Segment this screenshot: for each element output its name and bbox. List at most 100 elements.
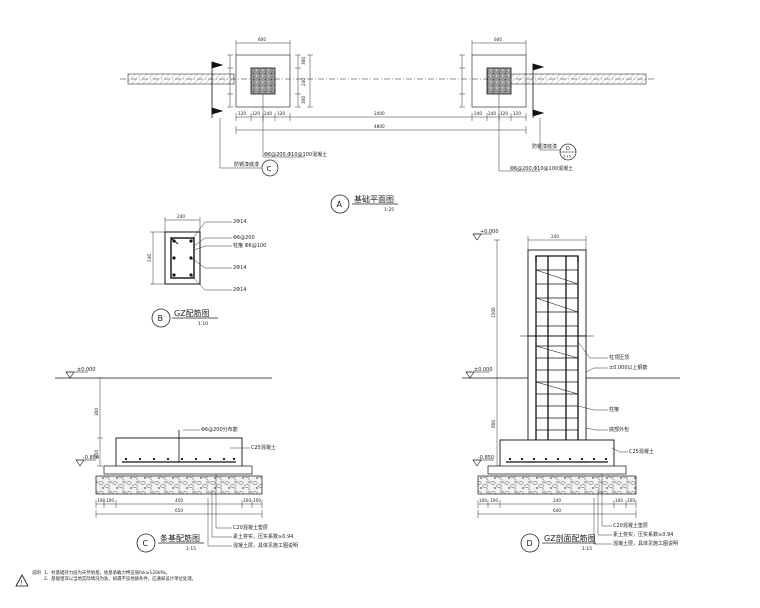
section-vertical-bars — [535, 256, 579, 462]
plan-bottom-dim-chain — [235, 113, 527, 134]
gz-rebars — [172, 239, 193, 277]
leader-left-1 — [262, 94, 305, 158]
plan-callout-left: Φ6@200,Φ10@100混凝土 — [264, 151, 327, 158]
footing-dim-300: 300 — [94, 408, 99, 416]
section-elev-mid: ±0.000 — [474, 367, 493, 373]
footing-dim-b1: 100 — [97, 498, 105, 503]
section-leaders — [577, 341, 628, 453]
section-diagonal-ties — [535, 269, 579, 395]
footing-dim-b5: 100 — [253, 498, 261, 503]
plan-tag-c: C — [261, 159, 279, 177]
plan-vertical-dims-left — [227, 54, 233, 108]
wall-right — [507, 73, 647, 85]
leader-right-1 — [498, 94, 540, 172]
section-dim-total: 640 — [553, 508, 561, 513]
gz-dim-width: 240 — [177, 214, 185, 219]
plan-vertical-dims-right — [295, 54, 465, 108]
section-flag-left — [211, 61, 224, 118]
footing-elev-top: ±0.000 — [77, 367, 96, 373]
plan-tag-d: D 1:15 — [559, 143, 577, 161]
section-label-3: 柱箍 — [609, 406, 619, 413]
footing-elev-bottom: -0.850 — [83, 455, 99, 461]
gz-label-4: 2Φ14 — [233, 265, 246, 271]
title-b-letter: B — [158, 314, 164, 323]
plan-dim-left-seg-3: 240 — [264, 111, 272, 116]
footing-view: ±0.000 -0.850 300 850 Φ6@200分布筋 C25混凝土 — [55, 367, 298, 553]
title-d-letter: D — [527, 539, 533, 548]
title-a-name: 基础平面图 — [354, 194, 394, 204]
section-label-2: ±0.000以上钢筋 — [609, 364, 648, 371]
section-label-1: 柱顶压顶 — [609, 354, 629, 361]
plan-view: 600 600 300 240 300 — [120, 37, 655, 214]
footing-note-bar: Φ6@200分布筋 — [201, 426, 238, 433]
title-c: C 条基配筋图 1:15 — [136, 533, 204, 553]
section-elev-top: +0.000 — [480, 229, 499, 235]
plan-top-dim-right — [471, 40, 527, 55]
notes-line-2: 2、基础埋深以当地实际情况为准，如遇不良地质条件，应通知设计单位处理。 — [44, 575, 196, 582]
notes-line-1: 1、柱基础持力层为天然地基，地基承载力特征值fak≥120kPa。 — [44, 569, 170, 576]
plan-dim-top-left: 600 — [258, 37, 266, 42]
section-layer-1: C20混凝土垫层 — [613, 522, 648, 529]
title-d: D GZ剖面配筋图 1:15 — [520, 533, 596, 553]
footing-layer-leaders — [207, 474, 232, 547]
section-dim-b2: 100 — [490, 498, 498, 503]
section-top-hook — [535, 255, 579, 262]
section-vert-dims — [494, 239, 500, 467]
plan-dim-right-seg-2: 240 — [488, 111, 496, 116]
warning-mark: ! — [21, 580, 23, 587]
section-footing-dots — [508, 457, 608, 461]
section-layer-leaders — [593, 474, 612, 545]
plan-dim-vert-1: 300 — [301, 57, 306, 65]
column-left — [250, 67, 276, 95]
section-layer-2: 素土夯实，压实系数≥0.94 — [613, 531, 673, 538]
notes-block: ! 说明 1、柱基础持力层为天然地基，地基承载力特征值fak≥120kPa。 2… — [15, 569, 196, 587]
section-top-dim — [527, 236, 587, 250]
plan-tag-d-sub: 1:15 — [563, 155, 571, 159]
plan-tag-c-letter: C — [267, 165, 272, 173]
footing-layer-2: 素土夯实，压实系数≥0.94 — [233, 533, 293, 540]
section-stirrups — [536, 269, 578, 431]
plan-dim-left-seg-4: 120 — [277, 111, 285, 116]
footing-dim-b3: 450 — [175, 498, 183, 503]
plan-dim-right-seg-1: 240 — [474, 111, 482, 116]
plan-dim-right-seg-4: 120 — [513, 111, 521, 116]
footing-dim-total: 650 — [175, 508, 183, 513]
column-right — [486, 67, 512, 95]
gz-dim-height: 240 — [147, 254, 152, 262]
section-dim-b5: 100 — [627, 498, 635, 503]
title-a: A 基础平面图 1:25 — [330, 194, 398, 214]
plan-dim-total: 4800 — [374, 124, 385, 129]
elev-marker-d-top — [472, 233, 492, 241]
plan-callout-right: Φ6@200,Φ10@100混凝土 — [510, 165, 573, 172]
title-b-name: GZ配筋图 — [174, 308, 210, 318]
gz-outline — [164, 231, 201, 285]
plan-dim-left-seg-1: 120 — [238, 111, 246, 116]
section-layer-3: 混凝土层，具体见施工图说明 — [613, 540, 678, 547]
gz-dims — [150, 217, 201, 285]
footing-bottom-dims — [95, 500, 263, 518]
footing-note-concrete: C25混凝土 — [251, 444, 276, 451]
elev-marker-c-bottom — [75, 459, 96, 467]
gz-stirrup — [170, 237, 195, 279]
footing-bar-dots — [124, 457, 236, 461]
plan-tag-d-letter: D — [566, 146, 570, 152]
footing-dim-depth: 850 — [94, 450, 99, 458]
section-dim-lower: 600 — [491, 420, 496, 428]
section-dim-b4: 100 — [615, 498, 623, 503]
section-column-upper — [527, 249, 587, 337]
footing-dim-b2: 100 — [106, 498, 114, 503]
plan-dim-top-right: 600 — [494, 37, 502, 42]
section-label-4: 底部外包 — [609, 426, 629, 433]
gz-label-2: Φ6@200 — [233, 235, 255, 241]
elev-marker-d-bottom — [472, 459, 494, 467]
section-flag-right — [532, 63, 545, 118]
section-view: +0.000 ±0.000 -0.850 1500 600 240 — [462, 229, 680, 553]
footing-dim-b4: 100 — [243, 498, 251, 503]
title-b-scale: 1:10 — [198, 321, 208, 327]
footing-step — [103, 465, 253, 475]
gz-label-1: 2Φ14 — [233, 219, 246, 225]
title-d-name: GZ剖面配筋图 — [544, 533, 596, 543]
section-dim-upper: 1500 — [491, 307, 496, 318]
section-bottom-dims — [477, 500, 637, 518]
